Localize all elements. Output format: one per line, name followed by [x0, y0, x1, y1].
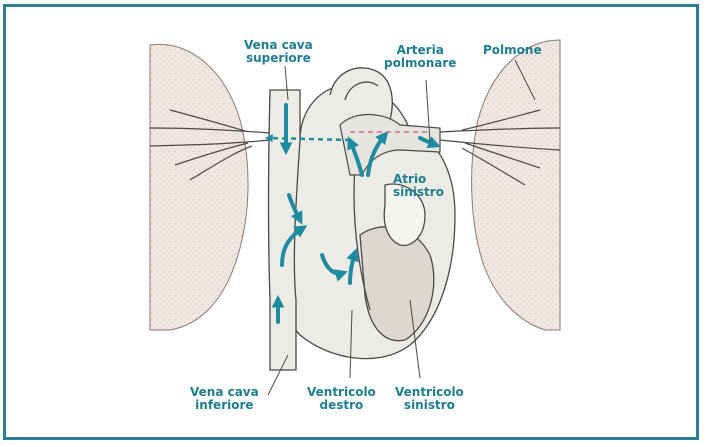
label-vena-cava-superiore: Vena cava superiore [244, 39, 313, 65]
label-line: sinistro [395, 399, 464, 412]
heart [287, 68, 455, 359]
label-line: polmonare [384, 57, 456, 70]
label-vena-cava-inferiore: Vena cava inferiore [190, 386, 259, 412]
label-line: destro [307, 399, 376, 412]
label-line: sinistro [393, 186, 444, 199]
label-line: inferiore [190, 399, 259, 412]
label-line: Polmone [483, 44, 542, 57]
label-atrio-sinistro: Atrio sinistro [393, 173, 444, 199]
label-arteria-polmonare: Arteria polmonare [384, 44, 456, 70]
right-lung [472, 40, 560, 330]
label-ventricolo-destro: Ventricolo destro [307, 386, 376, 412]
label-line: superiore [244, 52, 313, 65]
label-ventricolo-sinistro: Ventricolo sinistro [395, 386, 464, 412]
label-polmone: Polmone [483, 44, 542, 57]
left-lung [150, 44, 248, 330]
